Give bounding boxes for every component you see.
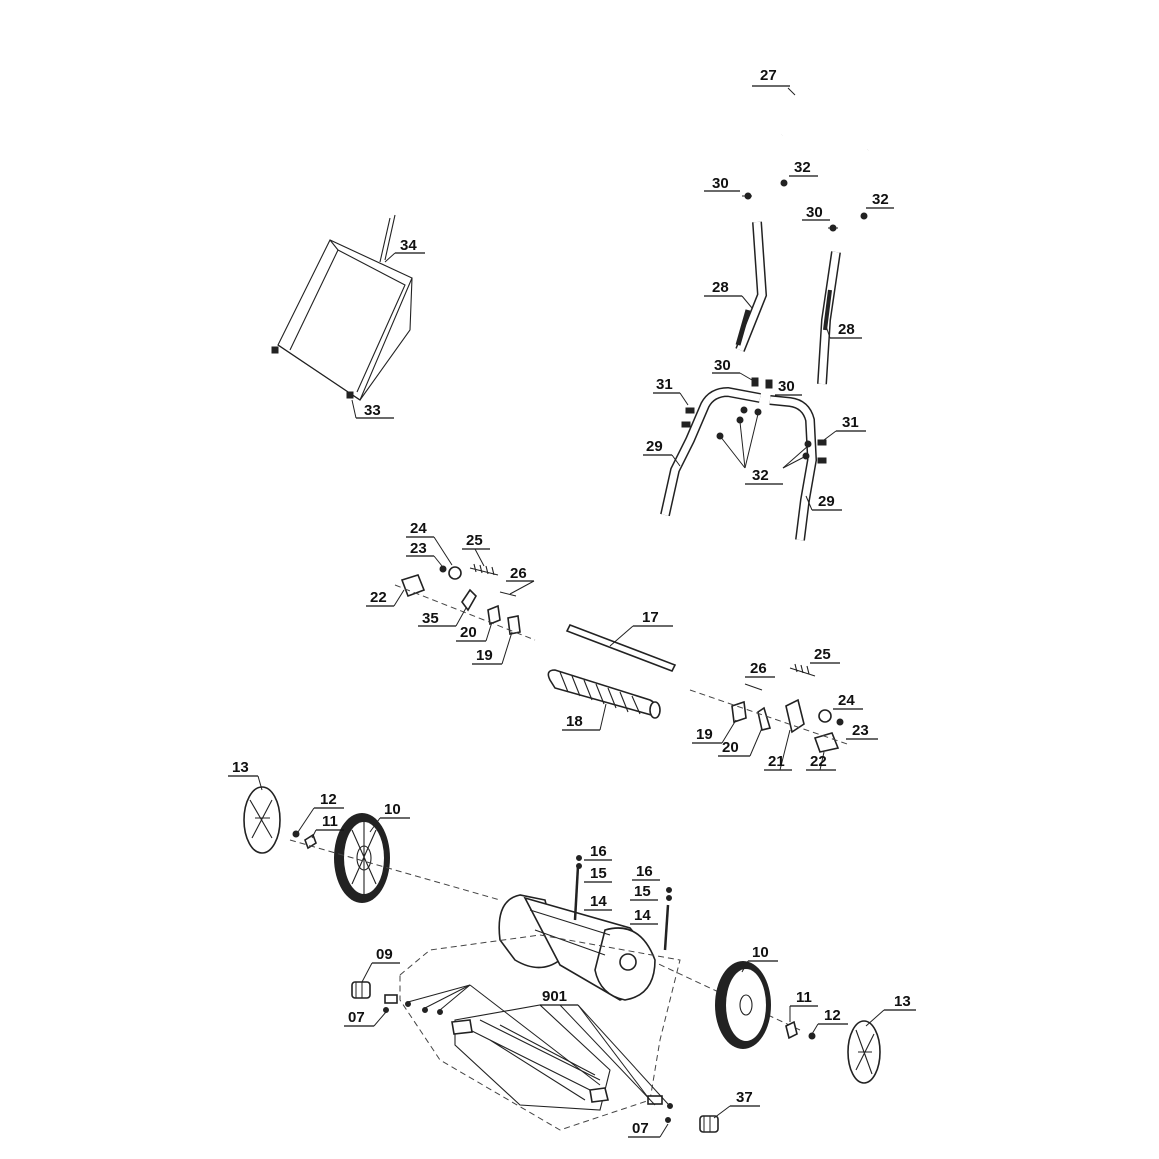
- label-11: 11: [796, 989, 812, 1006]
- bolts-14-15-16-left: [573, 855, 582, 921]
- label-32: 32: [752, 467, 769, 484]
- screw-30-top-right: [828, 224, 838, 232]
- label-10: 10: [752, 944, 769, 961]
- label-11: 11: [322, 813, 338, 830]
- label-16: 16: [590, 843, 607, 860]
- label-32: 32: [794, 159, 811, 176]
- label-07: 07: [348, 1009, 365, 1026]
- part-18-roller: [547, 669, 661, 719]
- label-16: 16: [636, 863, 653, 880]
- label-24: 24: [410, 520, 427, 537]
- left-bracket-group: [394, 563, 536, 641]
- part-13-hubcap-right: [847, 1020, 881, 1084]
- label-29: 29: [818, 493, 835, 510]
- screw-30-mid-left: [751, 377, 759, 387]
- label-22: 22: [810, 753, 827, 770]
- label-27: 27: [760, 67, 777, 84]
- label-14: 14: [634, 907, 651, 924]
- part-27-upper-handle: [779, 14, 892, 151]
- label-31: 31: [842, 414, 859, 431]
- part-09-bearing-left: [351, 981, 371, 999]
- label-35: 35: [422, 610, 439, 627]
- label-33: 33: [364, 402, 381, 419]
- part-37-bearing-right: [699, 1115, 719, 1133]
- part-29-lower-handle: [660, 386, 818, 541]
- label-30: 30: [778, 378, 795, 395]
- part-10-wheel-left: [334, 813, 390, 903]
- label-19: 19: [476, 647, 493, 664]
- label-07: 07: [632, 1120, 649, 1137]
- nut-32-top-left: [780, 179, 788, 187]
- label-25: 25: [466, 532, 483, 549]
- bolts-14-15-16-right: [663, 887, 672, 951]
- label-09: 09: [376, 946, 393, 963]
- label-29: 29: [646, 438, 663, 455]
- label-23: 23: [852, 722, 869, 739]
- nuts-32-lower: [716, 406, 812, 460]
- label-24: 24: [838, 692, 855, 709]
- screw-31-right: [817, 439, 827, 464]
- nut-32-top-right: [860, 212, 868, 220]
- label-12: 12: [824, 1007, 841, 1024]
- part-28-middle-bar-right: [817, 251, 841, 385]
- label-12: 12: [320, 791, 337, 808]
- part-901-reel-assembly: [451, 1004, 611, 1111]
- part-10-wheel-right: [715, 961, 771, 1049]
- part-labels: 27 30 32 30 32 28 28 30 30 31 31 29 32 2…: [232, 67, 911, 1137]
- screw-30-top-left: [742, 192, 752, 200]
- screw-31-left: [681, 407, 695, 428]
- label-19: 19: [696, 726, 713, 743]
- part-11-12-washers-right: [785, 1020, 816, 1040]
- label-13: 13: [894, 993, 911, 1010]
- part-34-grass-catcher: [271, 214, 413, 401]
- label-21: 21: [768, 753, 785, 770]
- label-34: 34: [400, 237, 417, 254]
- screw-30-mid-right: [765, 379, 773, 389]
- label-30: 30: [806, 204, 823, 221]
- part-28-middle-bar-left: [735, 221, 768, 352]
- part-07-pin-right: [647, 1095, 673, 1123]
- label-10: 10: [384, 801, 401, 818]
- label-30: 30: [712, 175, 729, 192]
- label-18: 18: [566, 713, 583, 730]
- label-15: 15: [634, 883, 651, 900]
- label-23: 23: [410, 540, 427, 557]
- label-26: 26: [750, 660, 767, 677]
- part-07-pin-left: [383, 994, 443, 1015]
- label-22: 22: [370, 589, 387, 606]
- part-12-11-washers-left: [292, 830, 317, 850]
- label-32: 32: [872, 191, 889, 208]
- label-37: 37: [736, 1089, 753, 1106]
- label-28: 28: [838, 321, 855, 338]
- part-13-hubcap-left: [243, 786, 281, 854]
- label-25: 25: [814, 646, 831, 663]
- label-17: 17: [642, 609, 659, 626]
- label-14: 14: [590, 893, 607, 910]
- label-901: 901: [542, 988, 567, 1005]
- label-30: 30: [714, 357, 731, 374]
- label-15: 15: [590, 865, 607, 882]
- label-20: 20: [722, 739, 739, 756]
- leader-lines: [228, 85, 916, 1138]
- right-bracket-group: [689, 663, 851, 753]
- label-13: 13: [232, 759, 249, 776]
- label-28: 28: [712, 279, 729, 296]
- label-31: 31: [656, 376, 673, 393]
- label-26: 26: [510, 565, 527, 582]
- label-20: 20: [460, 624, 477, 641]
- part-17-axle: [565, 623, 677, 673]
- main-frame: [498, 894, 656, 1001]
